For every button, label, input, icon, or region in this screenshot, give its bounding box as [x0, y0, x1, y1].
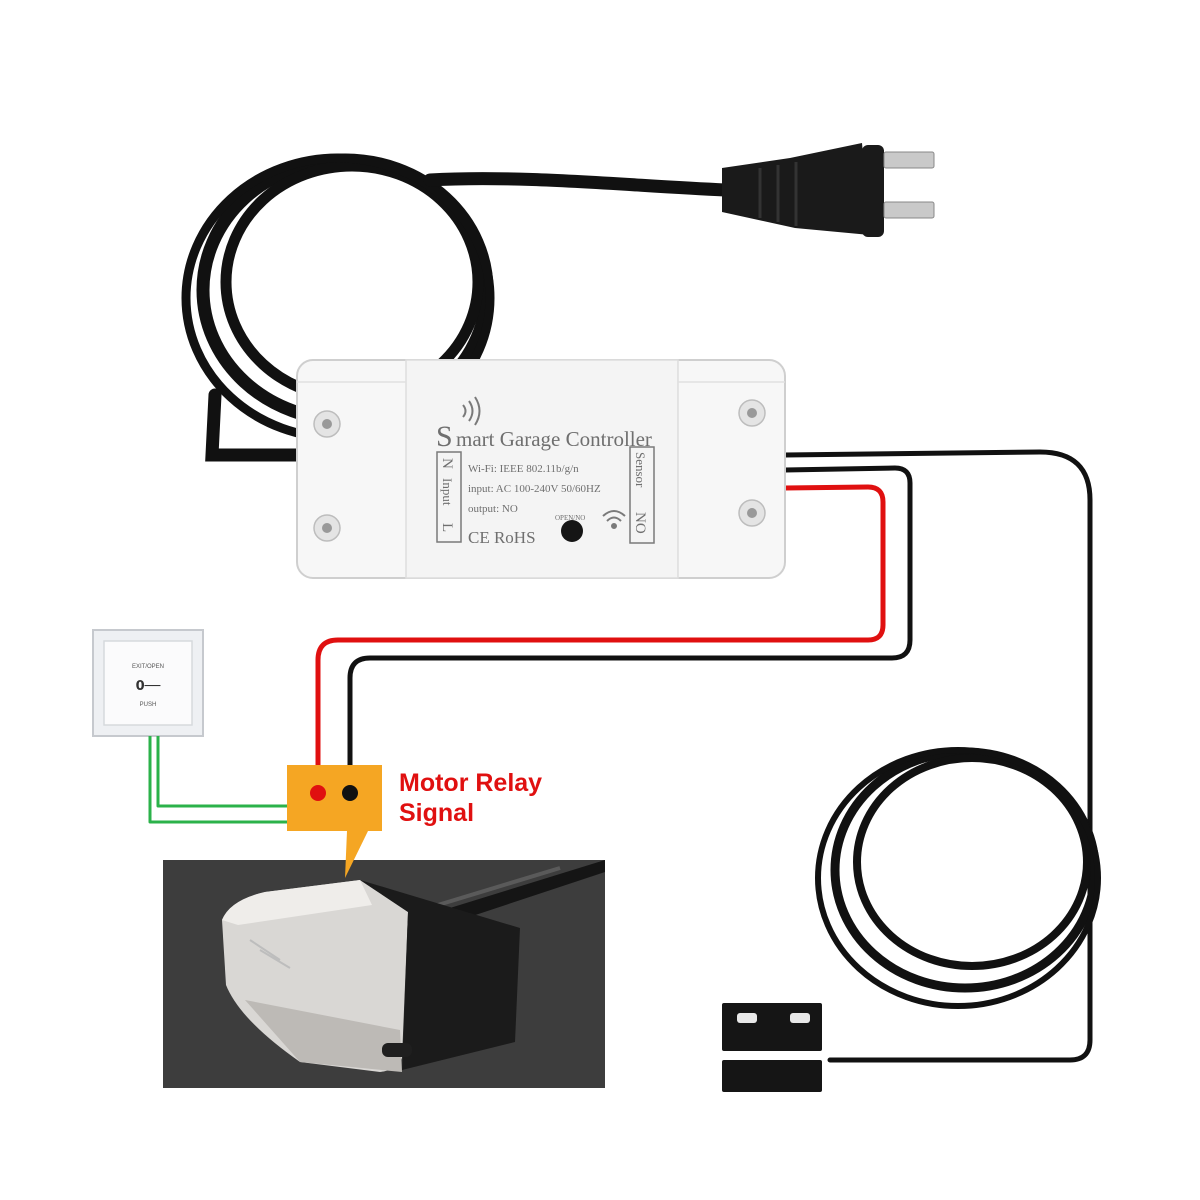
spec-input: input: AC 100-240V 50/60HZ — [468, 483, 601, 495]
wifi-status-icon — [602, 510, 626, 529]
mounting-hole — [738, 399, 766, 427]
callout-line-2: Signal — [399, 799, 474, 827]
relay-terminal-block — [287, 765, 382, 878]
smart-garage-controller: S mart Garage Controller N Input L Wi-Fi… — [296, 359, 786, 579]
terminal-l: L — [439, 523, 455, 532]
mounting-hole — [738, 499, 766, 527]
open-button[interactable] — [561, 520, 583, 542]
magnetic-sensor — [722, 1003, 822, 1092]
garage-opener — [163, 860, 605, 1088]
spec-output: output: NO — [468, 503, 518, 515]
brand-initial: S — [436, 420, 453, 453]
wall-button-bottom-text: PUSH — [140, 702, 157, 708]
mounting-hole — [313, 410, 341, 438]
input-terminal-label: N Input L — [436, 451, 462, 543]
wall-button: EXIT/OPEN 0── PUSH — [92, 629, 204, 737]
red-terminal — [310, 785, 326, 801]
key-icon: 0── — [136, 679, 161, 694]
button-label: OPEN/NO — [555, 514, 585, 522]
mounting-hole — [313, 514, 341, 542]
terminal-n: N — [439, 458, 455, 469]
relay-wires — [315, 465, 913, 798]
terminal-no: NO — [632, 512, 648, 534]
wall-button-top-text: EXIT/OPEN — [132, 664, 164, 670]
power-plug — [722, 143, 935, 237]
terminal-input: Input — [440, 478, 455, 506]
terminal-sensor: Sensor — [633, 452, 648, 488]
brand-name: mart Garage Controller — [456, 427, 652, 451]
sensor-terminal-label: Sensor NO — [629, 446, 655, 544]
wifi-logo-icon — [462, 396, 481, 426]
spec-wifi: Wi-Fi: IEEE 802.11b/g/n — [468, 463, 579, 475]
black-terminal — [342, 785, 358, 801]
callout-line-1: Motor Relay — [399, 769, 542, 797]
certification: CE RoHS — [468, 528, 536, 547]
sensor-cable — [782, 449, 1101, 1063]
